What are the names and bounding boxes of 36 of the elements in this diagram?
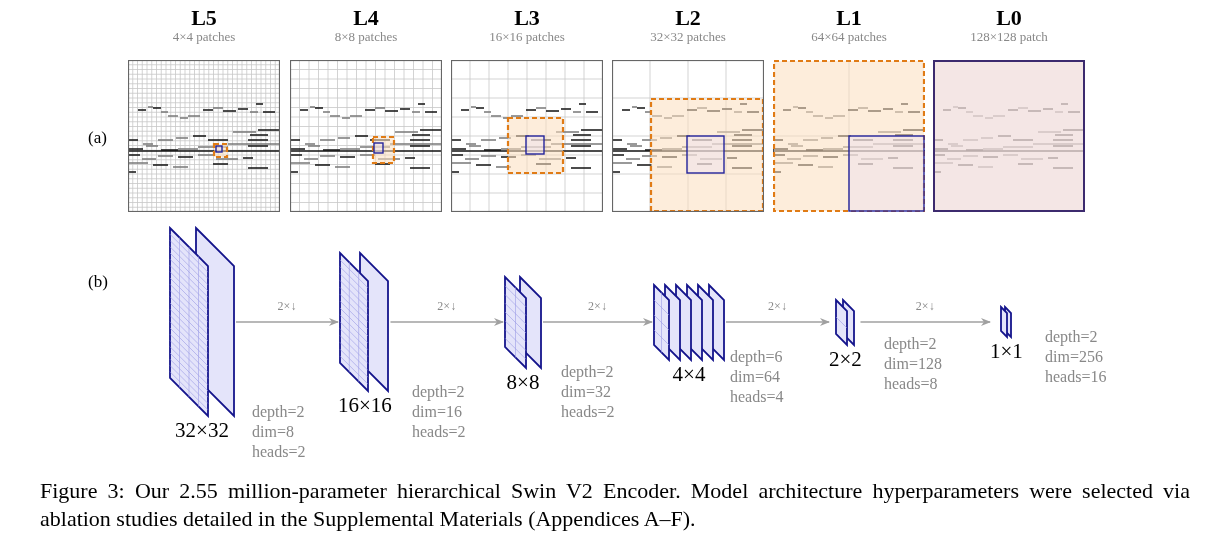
size-label: 32×32 [175, 418, 229, 442]
arrow [542, 318, 653, 326]
patch-size-label: 4×4 patches [172, 30, 236, 44]
panel-label: (b) [88, 272, 108, 292]
parameter-text: depth=6 dim=64 heads=4 [730, 347, 784, 407]
size-label: 1×1 [990, 339, 1023, 363]
size-label: 4×4 [672, 361, 706, 386]
edge-label: 2×↓ [766, 299, 789, 314]
level-heading: L3 [514, 6, 540, 30]
patch-size-label: 16×16 patches [489, 30, 565, 44]
size-label: 16×16 [338, 393, 392, 417]
level-heading: L1 [836, 6, 862, 30]
figure-caption: Figure 3: Our 2.55 million-parameter hierarchical Swin V2 Encoder. Model architecture hyperparameters were selected via ablation studies detailed in the Supplemental Materials (Appendices A–F). [40, 477, 1190, 533]
patch-size-label: 64×64 patches [811, 30, 887, 44]
size-label: 8×8 [506, 369, 540, 394]
level-heading: L4 [353, 6, 379, 30]
arrow [859, 318, 991, 326]
patch-size-label: 32×32 patches [650, 30, 726, 44]
patch-size-label: 128×128 patch [970, 30, 1048, 44]
edge-label: 2×↓ [586, 299, 609, 314]
parameter-text: depth=2 dim=8 heads=2 [252, 402, 306, 462]
arrow [389, 318, 504, 326]
arrow [725, 318, 830, 326]
parameter-text: depth=2 dim=256 heads=16 [1045, 327, 1107, 387]
level-heading: L5 [191, 6, 217, 30]
arrow [235, 318, 339, 326]
edge-label: 2×↓ [913, 299, 937, 314]
panel-label: (a) [88, 128, 107, 148]
level-heading: L0 [996, 6, 1022, 30]
edge-label: 2×↓ [275, 299, 299, 314]
size-label: 2×2 [829, 346, 862, 371]
parameter-text: depth=2 dim=16 heads=2 [412, 382, 466, 442]
level-heading: L2 [675, 6, 701, 30]
patch-size-label: 8×8 patches [334, 30, 398, 44]
parameter-text: depth=2 dim=32 heads=2 [561, 362, 615, 422]
parameter-text: depth=2 dim=128 heads=8 [884, 334, 942, 394]
